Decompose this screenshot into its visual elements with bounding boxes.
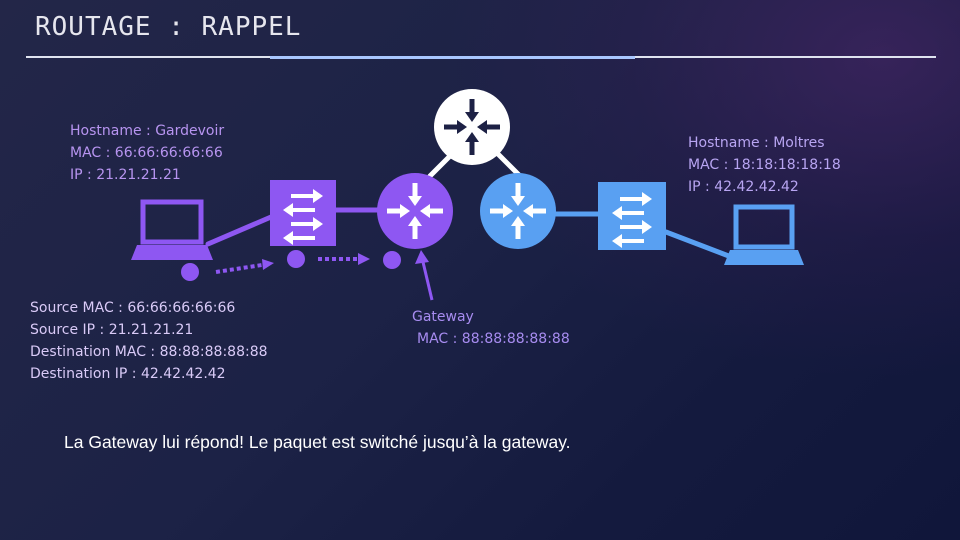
- gateway-pointer: [415, 250, 434, 301]
- router-icon: [480, 173, 556, 249]
- gateway-label: Gateway: [412, 309, 474, 325]
- router-icon: [434, 89, 510, 165]
- packet-dot-icon: [181, 263, 199, 281]
- right-host-info: Hostname : Moltres MAC : 18:18:18:18:18 …: [688, 132, 841, 198]
- right-host-mac: MAC : 18:18:18:18:18: [688, 157, 841, 173]
- laptop-icon: [724, 204, 804, 265]
- left-host-info: Hostname : Gardevoir MAC : 66:66:66:66:6…: [70, 120, 224, 186]
- router-icon: [377, 173, 453, 249]
- gateway-info: Gateway MAC : 88:88:88:88:88: [412, 306, 570, 350]
- right-host-hostname: Hostname : Moltres: [688, 135, 825, 151]
- left-host-hostname: Hostname : Gardevoir: [70, 123, 225, 139]
- switch-icon: [598, 182, 666, 250]
- left-host-ip: IP : 21.21.21.21: [70, 167, 181, 183]
- page-title: ROUTAGE : RAPPEL: [35, 12, 302, 42]
- arrow-icon: [358, 253, 370, 265]
- title-divider-highlight: [270, 56, 635, 59]
- arrow-icon: [415, 250, 429, 264]
- switch-icon: [270, 180, 336, 247]
- link-laptop-switch-left: [205, 211, 281, 247]
- packet-info: Source MAC : 66:66:66:66:66 Source IP : …: [30, 297, 268, 385]
- packet-source-ip: Source IP : 21.21.21.21: [30, 322, 194, 338]
- gateway-pointer-line: [421, 261, 434, 301]
- network-links: [205, 147, 737, 261]
- left-host-mac: MAC : 66:66:66:66:66: [70, 145, 223, 161]
- gateway-mac: MAC : 88:88:88:88:88: [417, 331, 570, 347]
- laptop-icon: [131, 199, 213, 260]
- arrow-icon: [262, 259, 274, 270]
- packet-destination-mac: Destination MAC : 88:88:88:88:88: [30, 344, 268, 360]
- packet-destination-ip: Destination IP : 42.42.42.42: [30, 366, 226, 382]
- packet-flow: [181, 250, 401, 281]
- packet-dot-icon: [287, 250, 305, 268]
- link-switch-laptop-right: [663, 229, 737, 261]
- dotted-arrow-line: [215, 263, 263, 274]
- packet-source-mac: Source MAC : 66:66:66:66:66: [30, 300, 236, 316]
- explanation-message: La Gateway lui répond! Le paquet est swi…: [64, 432, 571, 452]
- right-host-ip: IP : 42.42.42.42: [688, 179, 799, 195]
- packet-dot-icon: [383, 251, 401, 269]
